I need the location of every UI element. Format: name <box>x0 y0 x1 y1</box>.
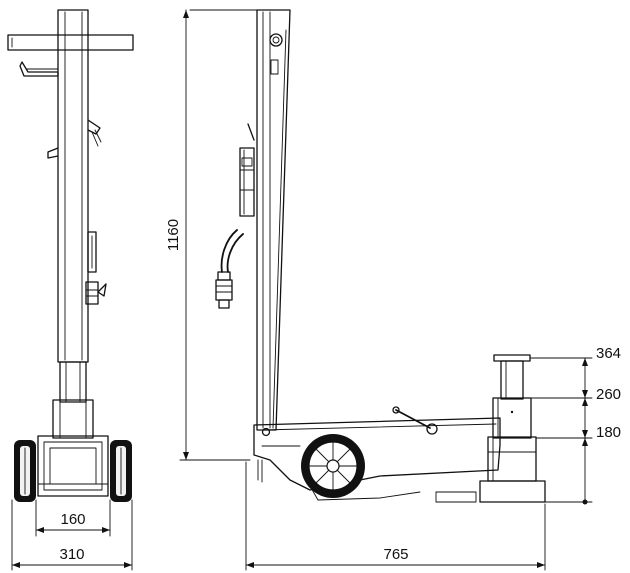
dim-label-765: 765 <box>383 546 408 563</box>
front-base <box>37 435 109 497</box>
release-lever <box>392 406 438 435</box>
side-view <box>215 9 593 571</box>
dim-label-1160: 1160 <box>165 219 182 251</box>
dim-label-260: 260 <box>596 386 621 403</box>
front-wheel-left <box>14 440 36 502</box>
dimension-front-wheel-track: 160 <box>35 511 111 533</box>
side-wheel <box>301 434 365 498</box>
telescopic-cylinder <box>435 354 546 503</box>
valve-upper <box>47 119 102 159</box>
front-column <box>57 9 89 363</box>
dimension-front-overall-width: 310 <box>11 546 133 568</box>
front-view <box>7 9 134 571</box>
handle-bar <box>7 34 134 51</box>
control-valve-block <box>239 123 255 217</box>
side-chassis <box>253 417 501 501</box>
front-wheel-right <box>110 440 132 502</box>
dimension-overall-length: 765 <box>245 546 546 568</box>
dim-label-364: 364 <box>596 345 621 362</box>
front-sleeve <box>52 361 94 439</box>
dimension-height: 1160 <box>165 9 271 461</box>
dim-label-180: 180 <box>596 424 621 441</box>
dim-label-310: 310 <box>59 546 84 563</box>
side-handle-column <box>256 9 291 431</box>
dim-label-160: 160 <box>60 511 85 528</box>
air-hose <box>215 229 244 309</box>
dimension-lift-heights: 364 260 180 <box>582 345 621 505</box>
air-fitting-front <box>85 231 107 305</box>
foot-pedal <box>19 61 59 77</box>
